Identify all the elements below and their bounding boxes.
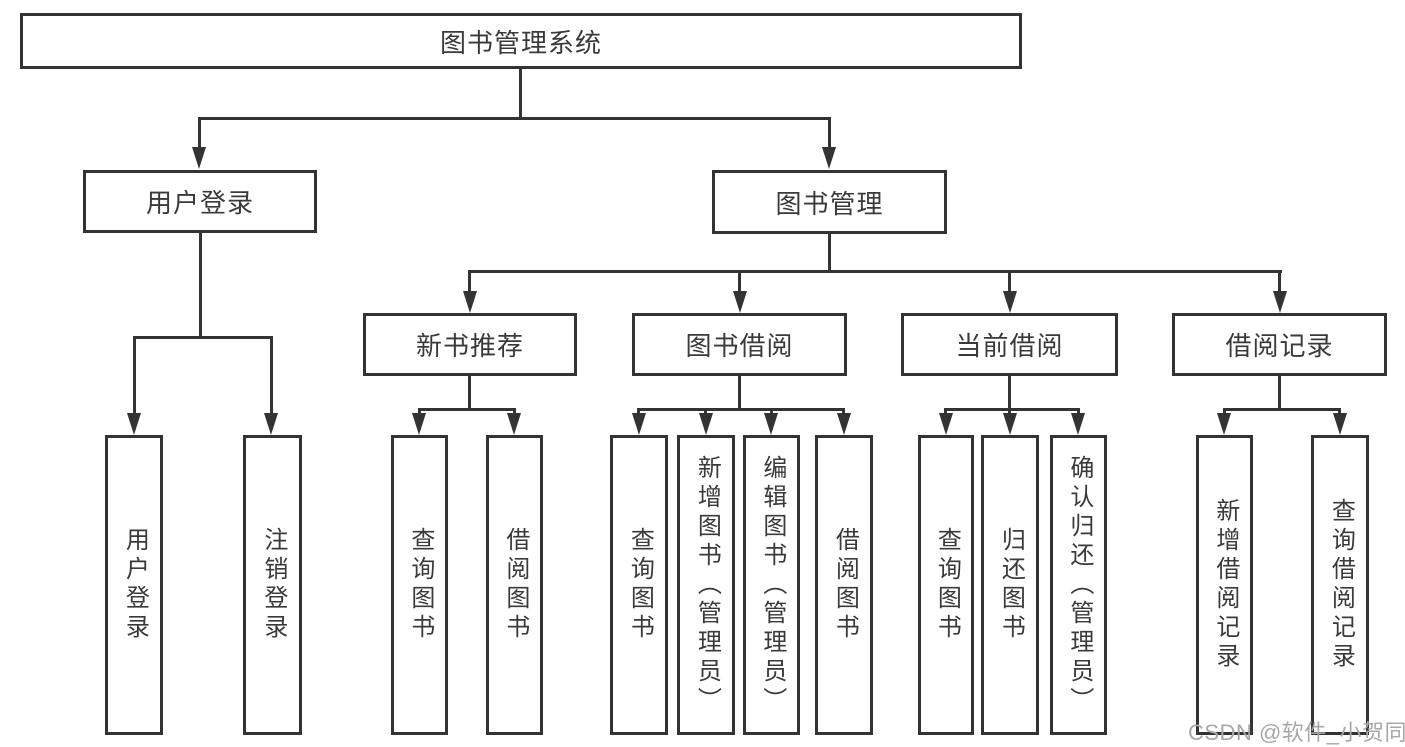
arrow-down-icon [192, 147, 206, 169]
leaf-label: 查询图书 [406, 527, 434, 643]
node-current-borrow: 当前借阅 [901, 313, 1118, 376]
node-user-login-label: 用户登录 [145, 188, 254, 218]
arrow-down-icon [822, 147, 836, 169]
node-book-management: 图书管理 [712, 170, 947, 234]
arrow-down-icon [1003, 413, 1017, 435]
leaf-label: 新增借阅记录 [1211, 498, 1239, 672]
leaf-label: 借阅图书 [501, 527, 529, 643]
arrow-down-icon [264, 413, 278, 435]
leaf-query-books-current: 查询图书 [918, 435, 974, 735]
node-borrow-records-label: 借阅记录 [1225, 331, 1334, 361]
leaf-query-books-recommend: 查询图书 [391, 435, 448, 735]
book-borrow-stem-line [738, 376, 741, 410]
book-management-stem-line [828, 234, 831, 272]
arrow-down-icon [412, 413, 426, 435]
user-login-drop-line [270, 336, 273, 416]
book-management-branch-line [468, 270, 1282, 273]
leaf-label: 新增图书（管理员） [693, 454, 721, 716]
node-user-login: 用户登录 [83, 170, 317, 233]
leaf-label: 确认归还（管理员） [1065, 454, 1093, 716]
arrow-down-icon [837, 413, 851, 435]
arrow-down-icon [1333, 413, 1347, 435]
arrow-down-icon [939, 413, 953, 435]
arrow-down-icon [507, 413, 521, 435]
node-new-book-recommend-label: 新书推荐 [415, 331, 524, 361]
node-root: 图书管理系统 [20, 13, 1022, 69]
node-book-borrow: 图书借阅 [632, 313, 847, 376]
borrow-records-stem-line [1278, 376, 1281, 410]
book-management-drop-line [738, 270, 741, 294]
borrow-records-branch-line [1223, 408, 1341, 411]
leaf-add-book-admin: 新增图书（管理员） [677, 435, 735, 735]
leaf-query-books-borrow: 查询图书 [610, 435, 668, 735]
arrow-down-icon [632, 413, 646, 435]
leaf-edit-book-admin: 编辑图书（管理员） [743, 435, 800, 735]
root-branch-line [198, 117, 831, 120]
node-book-borrow-label: 图书借阅 [685, 331, 794, 361]
new-book-recommend-stem-line [468, 376, 471, 410]
current-borrow-stem-line [1008, 376, 1011, 410]
book-management-drop-line [468, 270, 471, 294]
book-borrow-branch-line [637, 408, 845, 411]
node-root-label: 图书管理系统 [439, 27, 602, 58]
node-current-borrow-label: 当前借阅 [955, 331, 1064, 361]
leaf-label: 借阅图书 [831, 527, 859, 643]
watermark: CSDN @软件_小贺同学 [1188, 720, 1405, 745]
root-drop-left-line [198, 117, 201, 150]
arrow-down-icon [127, 413, 141, 435]
book-management-drop-line [1278, 270, 1281, 294]
node-book-management-label: 图书管理 [775, 188, 884, 219]
arrow-down-icon [1273, 291, 1287, 313]
arrow-down-icon [1071, 413, 1085, 435]
arrow-down-icon [733, 291, 747, 313]
leaf-borrow-books-recommend: 借阅图书 [486, 435, 543, 735]
arrow-down-icon [463, 291, 477, 313]
arrow-down-icon [1217, 413, 1231, 435]
book-management-drop-line [1008, 270, 1011, 294]
node-new-book-recommend: 新书推荐 [363, 313, 577, 376]
leaf-label: 注销登录 [259, 527, 287, 643]
leaf-user-login: 用户登录 [105, 435, 163, 735]
leaf-label: 编辑图书（管理员） [758, 454, 786, 716]
root-stem-line [519, 69, 522, 119]
leaf-label: 归还图书 [997, 527, 1025, 643]
leaf-label: 查询图书 [626, 527, 654, 643]
leaf-label: 用户登录 [121, 527, 149, 643]
new-book-recommend-branch-line [418, 408, 516, 411]
arrow-down-icon [699, 413, 713, 435]
root-drop-right-line [828, 117, 831, 150]
current-borrow-branch-line [944, 408, 1079, 411]
leaf-add-borrow-record: 新增借阅记录 [1196, 435, 1253, 735]
leaf-logout: 注销登录 [243, 435, 302, 735]
leaf-label: 查询借阅记录 [1327, 498, 1355, 672]
leaf-query-borrow-record: 查询借阅记录 [1311, 435, 1369, 735]
user-login-drop-line [133, 336, 136, 416]
node-borrow-records: 借阅记录 [1172, 313, 1387, 376]
leaf-return-books: 归还图书 [981, 435, 1039, 735]
arrow-down-icon [764, 413, 778, 435]
user-login-branch-line [133, 336, 273, 339]
leaf-borrow-books: 借阅图书 [815, 435, 873, 735]
user-login-stem-line [199, 233, 202, 338]
leaf-confirm-return-admin: 确认归还（管理员） [1050, 435, 1107, 735]
arrow-down-icon [1003, 291, 1017, 313]
leaf-label: 查询图书 [933, 527, 961, 643]
